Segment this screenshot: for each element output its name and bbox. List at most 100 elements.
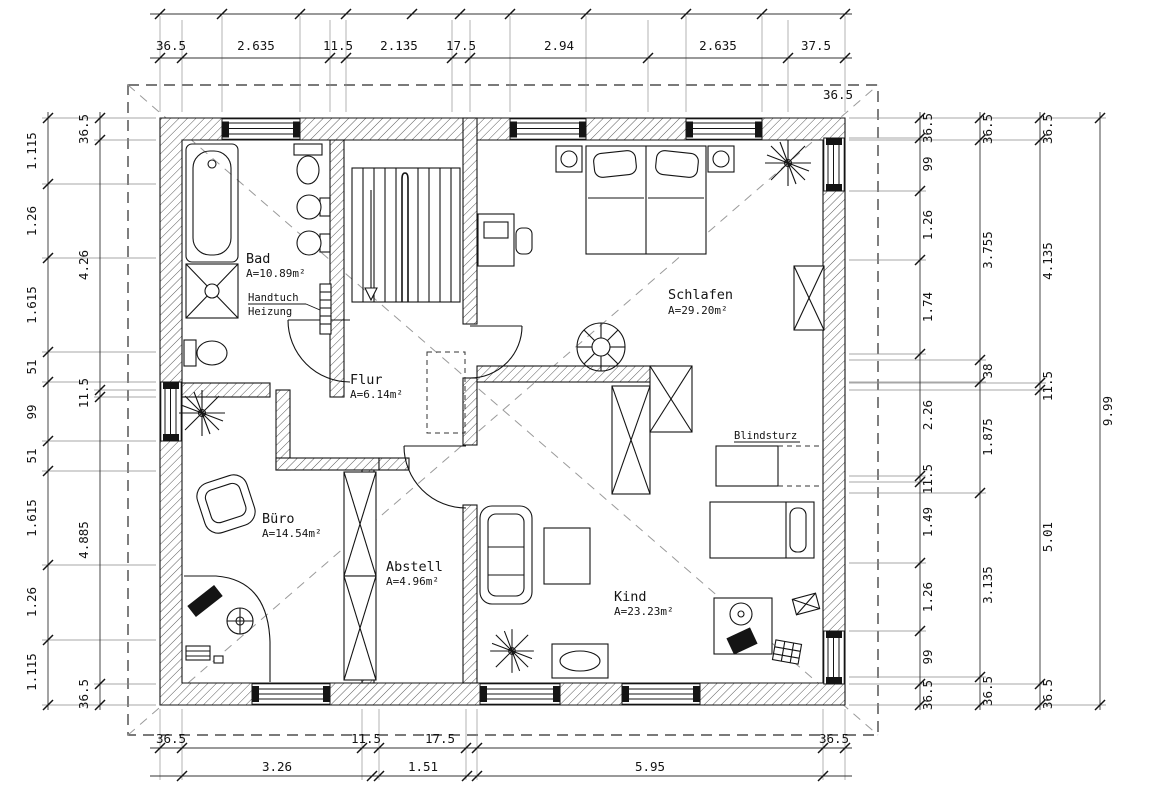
room-label-abstell: Abstell [386, 559, 443, 575]
coffee-table [543, 527, 591, 585]
dim-label: 3.135 [980, 566, 995, 604]
dim-label: 17.5 [425, 731, 455, 746]
dim-label: 2.635 [699, 38, 737, 53]
round-plant [576, 322, 626, 372]
dim-label: 51 [24, 448, 39, 463]
dim-label: 99 [920, 649, 935, 664]
dim-label: 36.5 [1040, 114, 1055, 144]
dim-label: 36.5 [980, 114, 995, 144]
closet-kind-horizontal [649, 365, 693, 433]
extension-lines [42, 16, 1106, 780]
door-flur-kind [403, 445, 467, 509]
staircase [351, 167, 461, 303]
dim-label: 1.115 [24, 653, 39, 691]
window-bottom-kind-1 [479, 683, 561, 705]
dim-label: 1.26 [24, 587, 39, 617]
dim-label: 5.95 [635, 759, 665, 774]
dim-label: 51 [24, 359, 39, 374]
dim-label: 4.135 [1040, 242, 1055, 280]
dim-label: 2.94 [544, 38, 574, 53]
plant-icon [489, 628, 535, 674]
child-desk [713, 597, 773, 655]
room-area-buero: A=14.54m² [262, 527, 322, 540]
annotation-handtuch: Handtuch [248, 292, 299, 304]
dim-label: 1.49 [920, 507, 935, 537]
office-desk [184, 575, 271, 682]
dim-label: 9.99 [1100, 396, 1115, 426]
room-area-abstell: A=4.96m² [386, 575, 439, 588]
dim-label: 11.5 [76, 378, 91, 408]
room-area-bad: A=10.89m² [246, 267, 306, 280]
toilet-top [293, 143, 323, 185]
dim-chain-top: 36.5 2.635 11.5 2.135 17.5 2.94 2.635 37… [150, 38, 852, 64]
room-area-schlafen: A=29.20m² [668, 304, 728, 317]
double-bed [585, 145, 707, 255]
blindsturz-box [715, 445, 823, 487]
dim-chain-right-total: 9.99 [1094, 112, 1115, 711]
dim-chain-bottom-walls: 36.5 11.5 17.5 36.5 [150, 731, 852, 754]
window-bottom-kind-2 [621, 683, 701, 705]
dim-label: 11.5 [323, 38, 353, 53]
dresser [551, 643, 609, 679]
window-right-schlafen [823, 137, 845, 192]
buero-furniture [184, 474, 271, 682]
window-top-schlafen-2 [685, 118, 763, 140]
towel-radiator [319, 283, 332, 335]
plant-icon [178, 389, 226, 437]
closet-kind-vertical [611, 385, 651, 495]
dim-chain-right-outer: 36.5 4.135 11.5 5.01 36.5 [1034, 112, 1055, 711]
dim-label: 1.875 [980, 418, 995, 456]
washbasins [296, 194, 331, 256]
dim-label: 4.885 [76, 521, 91, 559]
desk-accessory-2 [771, 639, 803, 665]
room-label-schlafen: Schlafen [668, 287, 733, 303]
room-area-kind: A=23.23m² [614, 605, 674, 618]
nightstand-left [555, 145, 583, 173]
dim-label: 1.615 [24, 499, 39, 537]
dim-chain-left-outer: 1.115 1.26 1.615 51 99 51 1.615 1.26 1.1… [24, 112, 54, 711]
dim-chain-top-windows [150, 8, 852, 20]
shaft-dashed-box [426, 351, 466, 434]
dim-label: 11.5 [1040, 371, 1055, 401]
dim-label: 36.5 [920, 680, 935, 710]
window-top-schlafen-1 [509, 118, 587, 140]
toilet-left [183, 339, 228, 367]
dim-label: 99 [24, 404, 39, 419]
dim-label: 2.135 [380, 38, 418, 53]
window-bottom-buero [251, 683, 331, 705]
dim-label: 36.5 [76, 679, 91, 709]
door-flur-schlafen [469, 325, 523, 379]
dim-chain-left-inner: 36.5 4.26 11.5 4.885 36.5 [76, 112, 106, 711]
bedroom-desk [477, 213, 533, 267]
desk-accessory-1 [791, 592, 821, 616]
roof-overhang-outline [127, 84, 879, 736]
dim-label: 36.5 [980, 676, 995, 706]
closet-abstell-2 [343, 575, 377, 681]
room-label-bad: Bad [246, 251, 270, 267]
dim-label: 17.5 [446, 38, 476, 53]
office-armchair [196, 474, 256, 534]
dim-label: 1.615 [24, 286, 39, 324]
annotation-heizung: Heizung [248, 306, 292, 318]
dim-label: 5.01 [1040, 522, 1055, 552]
office-chair [226, 607, 254, 635]
bathtub [185, 143, 239, 263]
windows [160, 118, 845, 705]
dim-label: 36.5 [76, 114, 91, 144]
schlafen-furniture [477, 145, 825, 372]
room-label-kind: Kind [614, 589, 647, 605]
dim-chain-bottom-rooms: 3.26 1.51 5.95 [150, 759, 852, 782]
dim-label: 2.635 [237, 38, 275, 53]
dim-label: 1.74 [920, 292, 935, 322]
room-area-flur: A=6.14m² [350, 388, 403, 401]
built-in-closets [343, 365, 693, 681]
room-label-buero: Büro [262, 511, 295, 527]
dim-label: 1.115 [24, 132, 39, 170]
exterior-walls [159, 117, 846, 706]
dim-label: 36.5 [156, 38, 186, 53]
dim-label: 11.5 [351, 731, 381, 746]
dim-label: 99 [920, 156, 935, 171]
shower [185, 263, 239, 319]
dim-label: 1.26 [920, 210, 935, 240]
